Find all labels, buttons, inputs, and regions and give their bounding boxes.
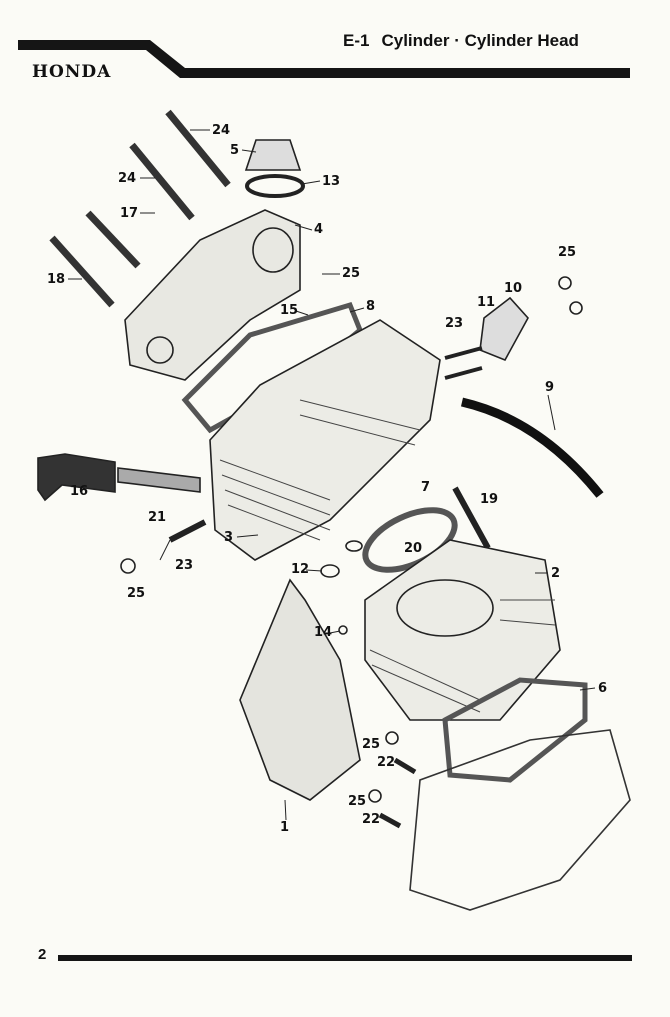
callout-label: 22 [362, 812, 381, 827]
callout-label: 2 [551, 566, 561, 581]
callout-label: 4 [314, 222, 324, 237]
callout-label: 16 [70, 484, 89, 499]
callout-label: 23 [175, 558, 194, 573]
callout-label: 10 [504, 281, 523, 296]
footer-rule [58, 955, 632, 961]
callout-label: 23 [445, 316, 464, 331]
callout-label: 8 [366, 299, 376, 314]
callout-label: 1 [280, 820, 290, 835]
callout-label: 14 [314, 625, 333, 640]
callout-label: 18 [47, 272, 66, 287]
callout-label: 9 [545, 380, 555, 395]
callout-label: 24 [118, 171, 137, 186]
callout-label: 25 [362, 737, 381, 752]
honda-logo: HONDA [32, 62, 112, 82]
callout-label: 22 [377, 755, 396, 770]
section-code: E-1 [343, 31, 370, 50]
callout-label: 25 [342, 266, 361, 281]
callout-label: 5 [230, 143, 240, 158]
callout-label: 15 [280, 303, 299, 318]
header-bar [18, 40, 630, 78]
callout-label: 21 [148, 510, 167, 525]
callout-label: 6 [598, 681, 608, 696]
callout-label: 11 [477, 295, 496, 310]
page-title: E-1 Cylinder · Cylinder Head [343, 31, 579, 51]
callout-label: 17 [120, 206, 139, 221]
callout-label: 13 [322, 174, 341, 189]
callout-label: 25 [127, 586, 146, 601]
section-title: Cylinder · Cylinder Head [381, 31, 579, 50]
callout-label: 3 [224, 530, 234, 545]
callout-label: 19 [480, 492, 499, 507]
callout-label: 7 [421, 480, 431, 495]
callout-label: 12 [291, 562, 310, 577]
callout-label: 24 [212, 123, 231, 138]
callout-label: 20 [404, 541, 423, 556]
callout-label: 25 [348, 794, 367, 809]
callout-label: 25 [558, 245, 577, 260]
page-number: 2 [38, 946, 47, 963]
